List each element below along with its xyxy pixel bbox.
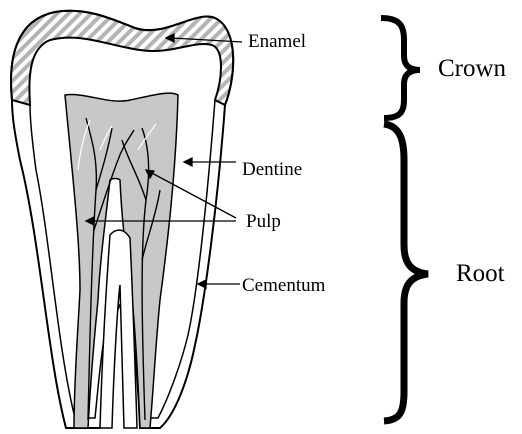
pulp-label: Pulp bbox=[246, 212, 281, 231]
crown-brace bbox=[381, 18, 420, 118]
cementum-label: Cementum bbox=[242, 276, 325, 295]
root-gap bbox=[100, 230, 137, 428]
enamel-layer bbox=[11, 11, 233, 105]
root-label: Root bbox=[456, 261, 505, 286]
crown-label: Crown bbox=[438, 56, 506, 81]
enamel-label: Enamel bbox=[248, 32, 306, 51]
root-brace bbox=[384, 124, 428, 421]
dentine-label: Dentine bbox=[242, 160, 302, 179]
